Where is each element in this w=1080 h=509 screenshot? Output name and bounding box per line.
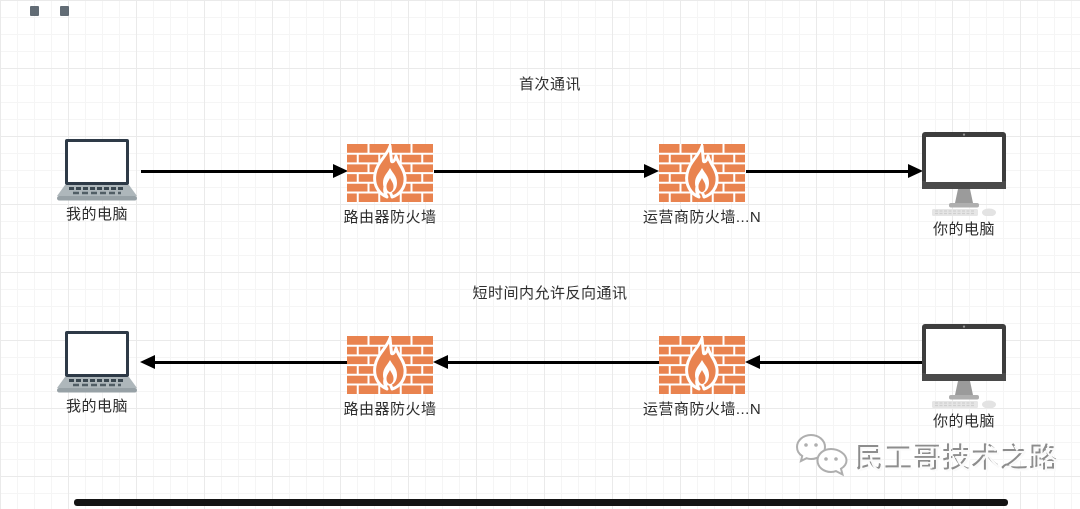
wechat-bubbles-icon <box>795 432 849 484</box>
section-title-reverse-communication: 短时间内允许反向通讯 <box>472 285 628 302</box>
monitor-icon <box>922 324 1006 408</box>
firewall-icon <box>659 144 745 202</box>
node-label-your-computer: 你的电脑 <box>932 413 995 430</box>
arrow-line <box>141 170 333 173</box>
arrow-line <box>447 361 659 364</box>
arrow-line <box>746 170 908 173</box>
node-label-isp-firewall: 运营商防火墙...N <box>642 401 762 418</box>
arrow-line <box>434 170 645 173</box>
corner-mark <box>60 6 69 16</box>
arrow-line <box>759 361 922 364</box>
bottom-divider-bar <box>74 499 1008 506</box>
node-label-isp-firewall: 运营商防火墙...N <box>642 209 762 226</box>
arrow-head-left-icon <box>433 355 448 369</box>
arrow-head-right-icon <box>333 164 348 178</box>
arrow-head-left-icon <box>140 355 155 369</box>
arrow-head-right-icon <box>644 164 659 178</box>
laptop-icon <box>57 139 137 201</box>
arrow-head-right-icon <box>908 164 923 178</box>
node-label-your-computer: 你的电脑 <box>932 221 995 238</box>
firewall-icon <box>347 336 433 394</box>
node-label-my-computer: 我的电脑 <box>65 398 128 415</box>
section-title-first-communication: 首次通讯 <box>518 76 581 93</box>
arrow-line <box>154 361 347 364</box>
node-label-my-computer: 我的电脑 <box>65 206 128 223</box>
node-label-router-firewall: 路由器防火墙 <box>343 401 437 418</box>
watermark-text: 民工哥技术之路 <box>857 444 1061 475</box>
firewall-icon <box>659 336 745 394</box>
monitor-icon <box>922 132 1006 216</box>
arrow-head-left-icon <box>745 355 760 369</box>
watermark: 民工哥技术之路 <box>795 432 1060 484</box>
laptop-icon <box>57 331 137 393</box>
firewall-icon <box>347 144 433 202</box>
corner-mark <box>30 6 39 16</box>
node-label-router-firewall: 路由器防火墙 <box>343 209 437 226</box>
